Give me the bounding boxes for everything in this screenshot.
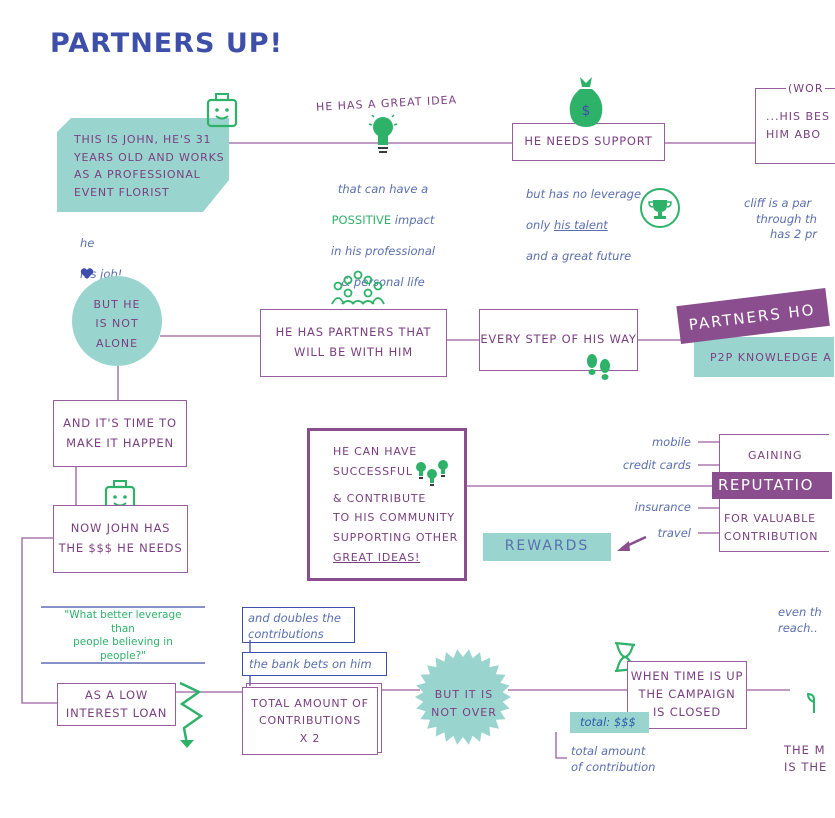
positive-word: POSSITIVE (331, 212, 392, 227)
idea-note-line3: in his professional (330, 243, 436, 258)
money-bag-icon: $ (569, 77, 603, 127)
cliff-box (755, 88, 835, 164)
footprints-icon (587, 354, 610, 380)
leverage-note: but has no leverage only his talent and … (526, 171, 641, 280)
successful-box (307, 428, 467, 581)
leverage-quote: "What better leverage than people believ… (64, 609, 182, 662)
cliff-note-line2: through th (756, 211, 817, 226)
bank-note-box (242, 652, 387, 676)
leverage-line2: only his talent (526, 218, 641, 234)
leverage-talent: his talent (553, 217, 608, 232)
bank-note: the bank bets on him (249, 657, 372, 671)
gaining-label: GAINING (748, 449, 803, 462)
cliff-note: cliff is a par through th has 2 pr (744, 196, 817, 243)
successful-l5: SUPPORTING OTHER (333, 531, 459, 545)
john-intro-text: THIS IS JOHN, HE'S 31 YEARS OLD AND WORK… (74, 133, 225, 199)
lightbulbs-icon (416, 460, 448, 486)
p2p-banner-text: P2P KNOWLEDGE A (710, 351, 832, 364)
heart-icon (80, 253, 94, 280)
idea-note-line1: that can have a (337, 181, 429, 196)
total-label: total: $$$ (580, 715, 636, 729)
successful-text: HE CAN HAVE SUCCESSFUL & CONTRIBUTE TO H… (333, 442, 458, 568)
successful-l1: HE CAN HAVE (333, 445, 418, 458)
cliff-line1: ...HIS BES (766, 110, 830, 123)
love-note: he his job! (80, 220, 122, 282)
cliff-line0: (WOR (786, 82, 826, 95)
flowchart-canvas: PARTNERS UP! THIS IS JOHN, HE'S 31 YEARS… (21, 28, 835, 774)
successful-l4: TO HIS COMMUNITY (333, 511, 455, 525)
every-step-box: EVERY STEP OF HIS WAY (479, 309, 638, 371)
partners-box: HE HAS PARTNERS THAT WILL BE WITH HIM (260, 309, 447, 377)
leverage-line3: and a great future (526, 248, 632, 263)
john-has-money-box: NOW JOHN HAS THE $$$ HE NEEDS (53, 505, 188, 573)
even-note: even th reach.. (778, 605, 822, 635)
not-alone-text: BUT HE IS NOT ALONE (93, 298, 141, 350)
successful-l2: SUCCESSFUL (333, 464, 413, 478)
idea-note-line2: POSSITIVE impact (318, 213, 448, 229)
cliff-note-line3: has 2 pr (770, 227, 817, 242)
successful-l3: & CONTRIBUTE (333, 491, 427, 505)
label-insurance: insurance (634, 500, 691, 514)
people-group-icon (331, 270, 385, 305)
john-intro-box (57, 118, 229, 212)
rewards-label: REWARDS (504, 538, 590, 554)
time-to-happen-box: AND IT'S TIME TO MAKE IT HAPPEN (53, 400, 187, 467)
idea-impact-note: that can have a POSSITIVE impact in his … (318, 166, 448, 306)
love-note-prefix: he (80, 235, 95, 250)
doubles-note-box (242, 607, 355, 643)
rewards-badge (483, 533, 611, 561)
idea-note-impact: impact (391, 212, 435, 227)
bottom-right-text: THE M IS THE (784, 743, 828, 775)
total-contributions-box: TOTAL AMOUNT OF CONTRIBUTIONS X 2 (242, 687, 378, 755)
low-interest-box: AS A LOW INTEREST LOAN (57, 683, 176, 726)
leverage-line1: but has no leverage (526, 186, 642, 201)
trophy-icon (640, 188, 680, 228)
label-mobile: mobile (651, 435, 691, 449)
cliff-note-line1: cliff is a par (744, 196, 812, 210)
sprout-icon (806, 692, 815, 713)
cliff-line2: HIM ABO (766, 128, 822, 141)
total-amount-note: total amount of contribution (571, 744, 656, 774)
doubles-note: and doubles the contributions (248, 611, 342, 641)
not-over-starburst (415, 649, 511, 745)
total-label-badge (570, 712, 649, 733)
smiley-head-icon (206, 93, 238, 128)
lightbulb-icon (368, 114, 398, 153)
page-title: PARTNERS UP! (50, 28, 283, 59)
successful-l6: GREAT IDEAS! (333, 550, 421, 564)
leverage-only: only (526, 217, 554, 232)
label-travel: travel (657, 526, 691, 540)
label-credit-cards: credit cards (622, 458, 691, 472)
p2p-banner (694, 337, 834, 377)
reputation-label: REPUTATIO (718, 476, 814, 494)
valuable-label: FOR VALUABLE CONTRIBUTION (724, 512, 819, 544)
not-over-text: BUT IT IS NOT OVER (431, 688, 497, 719)
connector-lines (21, 142, 790, 759)
svg-text:$: $ (582, 103, 591, 119)
reputation-banner (712, 472, 832, 499)
not-alone-circle (72, 276, 162, 366)
